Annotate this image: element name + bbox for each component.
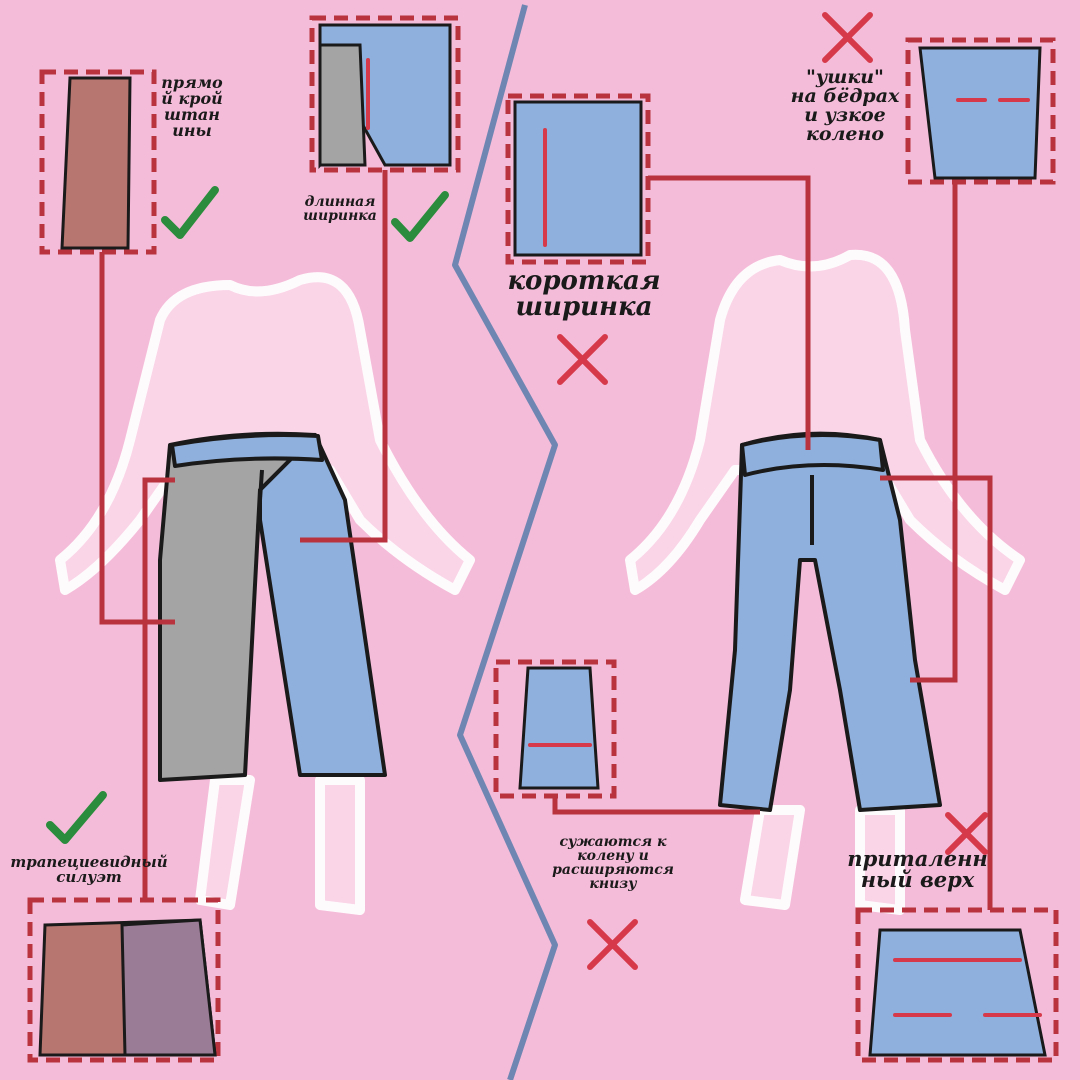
cross-icon	[587, 919, 638, 970]
thumb-fitted-top	[855, 907, 1059, 1063]
label-straight-cut: прямо й крой штан ины	[161, 73, 223, 140]
body-silhouette-right	[625, 249, 1025, 915]
connector-short-fly	[648, 175, 811, 450]
connector-fitted-top	[880, 475, 993, 910]
cross-icon	[945, 812, 988, 855]
check-icon	[161, 186, 219, 239]
check-icon	[46, 791, 107, 844]
label-short-fly: короткая ширинка	[507, 266, 661, 322]
connector-hips	[910, 182, 958, 683]
label-long-fly: длинная ширинка	[303, 194, 377, 224]
jeans-right	[718, 431, 942, 812]
label-trapeze: трапециевидный силуэт	[10, 853, 168, 886]
label-knee: сужаются к колену и расширяются книзу	[552, 834, 674, 892]
label-hips: "ушки" на бёдрах и узкое колено	[790, 66, 900, 145]
thumb-long-fly	[309, 15, 461, 173]
check-icon	[391, 191, 449, 242]
connector-long-fly	[300, 170, 388, 543]
connector-knee	[552, 796, 760, 815]
body-silhouette-left	[55, 272, 475, 915]
thumb-trapeze	[27, 897, 221, 1063]
connector-straight-cut	[99, 252, 175, 625]
connector-trapeze	[142, 477, 175, 900]
divider-line	[452, 4, 558, 1080]
jeans-left	[158, 431, 387, 782]
cross-icon	[557, 334, 608, 385]
cross-icon	[822, 12, 873, 63]
thumb-straight-cut	[39, 69, 157, 255]
thumb-hips	[905, 37, 1056, 185]
label-fitted-top: приталенн ный верх	[847, 846, 988, 892]
